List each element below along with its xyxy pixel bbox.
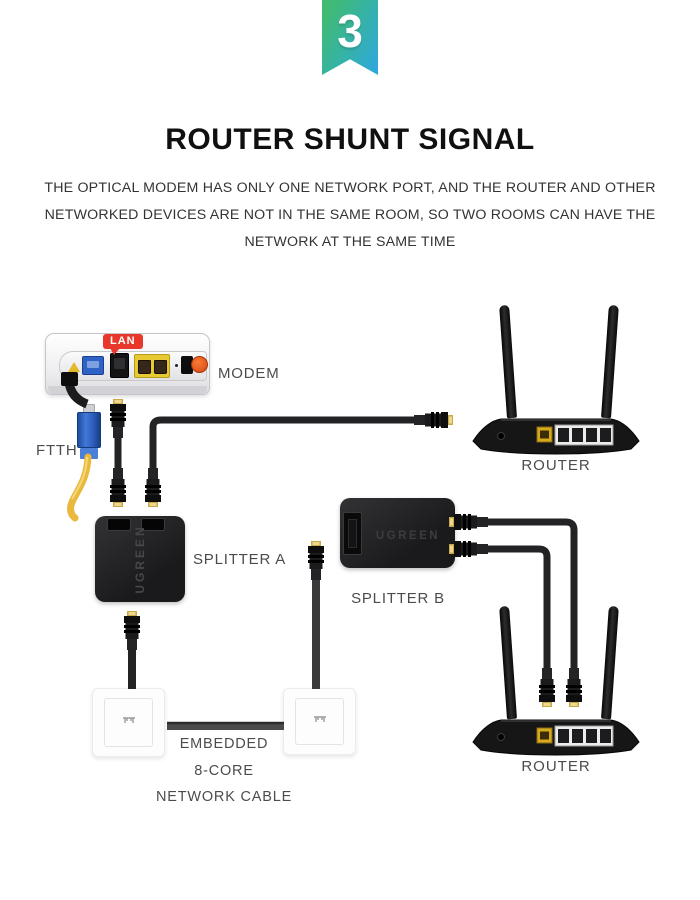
router-bottom-label: ROUTER [521, 758, 591, 775]
keystone-jack-icon [122, 717, 135, 723]
wifi-button [191, 356, 208, 373]
ftth-label: FTTH [36, 442, 78, 459]
step-number: 3 [337, 5, 363, 57]
cable-modem-to-splitter-a [110, 399, 126, 507]
power-jack [497, 733, 505, 741]
ugreen-logo: UGREEN [375, 530, 441, 542]
embedded-cable-label: EMBEDDED 8-CORE NETWORK CABLE [155, 736, 293, 805]
ugreen-logo: UGREEN [133, 524, 147, 594]
ftth-fiber-cable [67, 453, 92, 522]
cable-splitter-a-to-router [145, 412, 453, 507]
subtitle-line: THE OPTICAL MODEM HAS ONLY ONE NETWORK P… [44, 180, 656, 196]
antenna-icon [499, 605, 517, 720]
wall-plate-left [92, 688, 165, 757]
antenna-icon [601, 304, 619, 419]
router-body [472, 418, 640, 455]
splitter-a-port [107, 518, 131, 531]
antenna-icon [601, 605, 619, 720]
lan-callout: LAN [103, 334, 143, 355]
splitter-b-label: SPLITTER B [351, 590, 445, 607]
splitter-a-device: UGREEN [95, 516, 185, 602]
modem-label: MODEM [218, 365, 280, 382]
ethernet-port [110, 353, 129, 378]
step-ribbon-badge: 3 [322, 0, 378, 75]
antenna-icon [499, 304, 517, 419]
splitter-a-port [141, 518, 165, 531]
wall-plate-right [283, 688, 356, 755]
page-title: ROUTER SHUNT SIGNAL [165, 123, 535, 156]
ftth-connector-boot [80, 448, 98, 459]
splitter-a-label: SPLITTER A [193, 551, 287, 568]
router-top-device: ROUTER [471, 304, 641, 480]
power-port [181, 356, 193, 374]
warning-icon [68, 362, 80, 372]
ftth-connector [77, 412, 101, 448]
modem-port-panel [59, 351, 208, 381]
splitter-b-port [343, 512, 362, 555]
subtitle-line: NETWORK AT THE SAME TIME [244, 234, 456, 250]
reset-hole [175, 364, 178, 367]
router-bottom-device: ROUTER [471, 605, 641, 781]
cable-splitter-a-to-wall-plate [124, 611, 140, 689]
lan-ports [554, 424, 614, 446]
splitter-b-device: UGREEN [340, 498, 455, 568]
lan-plug [154, 360, 167, 374]
router-top-label: ROUTER [521, 457, 591, 474]
fiber-port [82, 356, 104, 375]
embedded-wall-cable [167, 721, 284, 730]
cable-wall-plate-to-splitter-b [308, 541, 324, 689]
lan-ports [554, 725, 614, 747]
wall-plate-frame [104, 698, 153, 747]
router-body [472, 719, 640, 756]
lan-plug [138, 360, 151, 374]
subtitle: THE OPTICAL MODEM HAS ONLY ONE NETWORK P… [30, 175, 670, 256]
keystone-jack-icon [313, 716, 326, 722]
wall-plate-frame [295, 698, 344, 745]
subtitle-line: NETWORKED DEVICES ARE NOT IN THE SAME RO… [44, 207, 656, 223]
lan-port-block [134, 354, 170, 378]
power-jack [497, 432, 505, 440]
